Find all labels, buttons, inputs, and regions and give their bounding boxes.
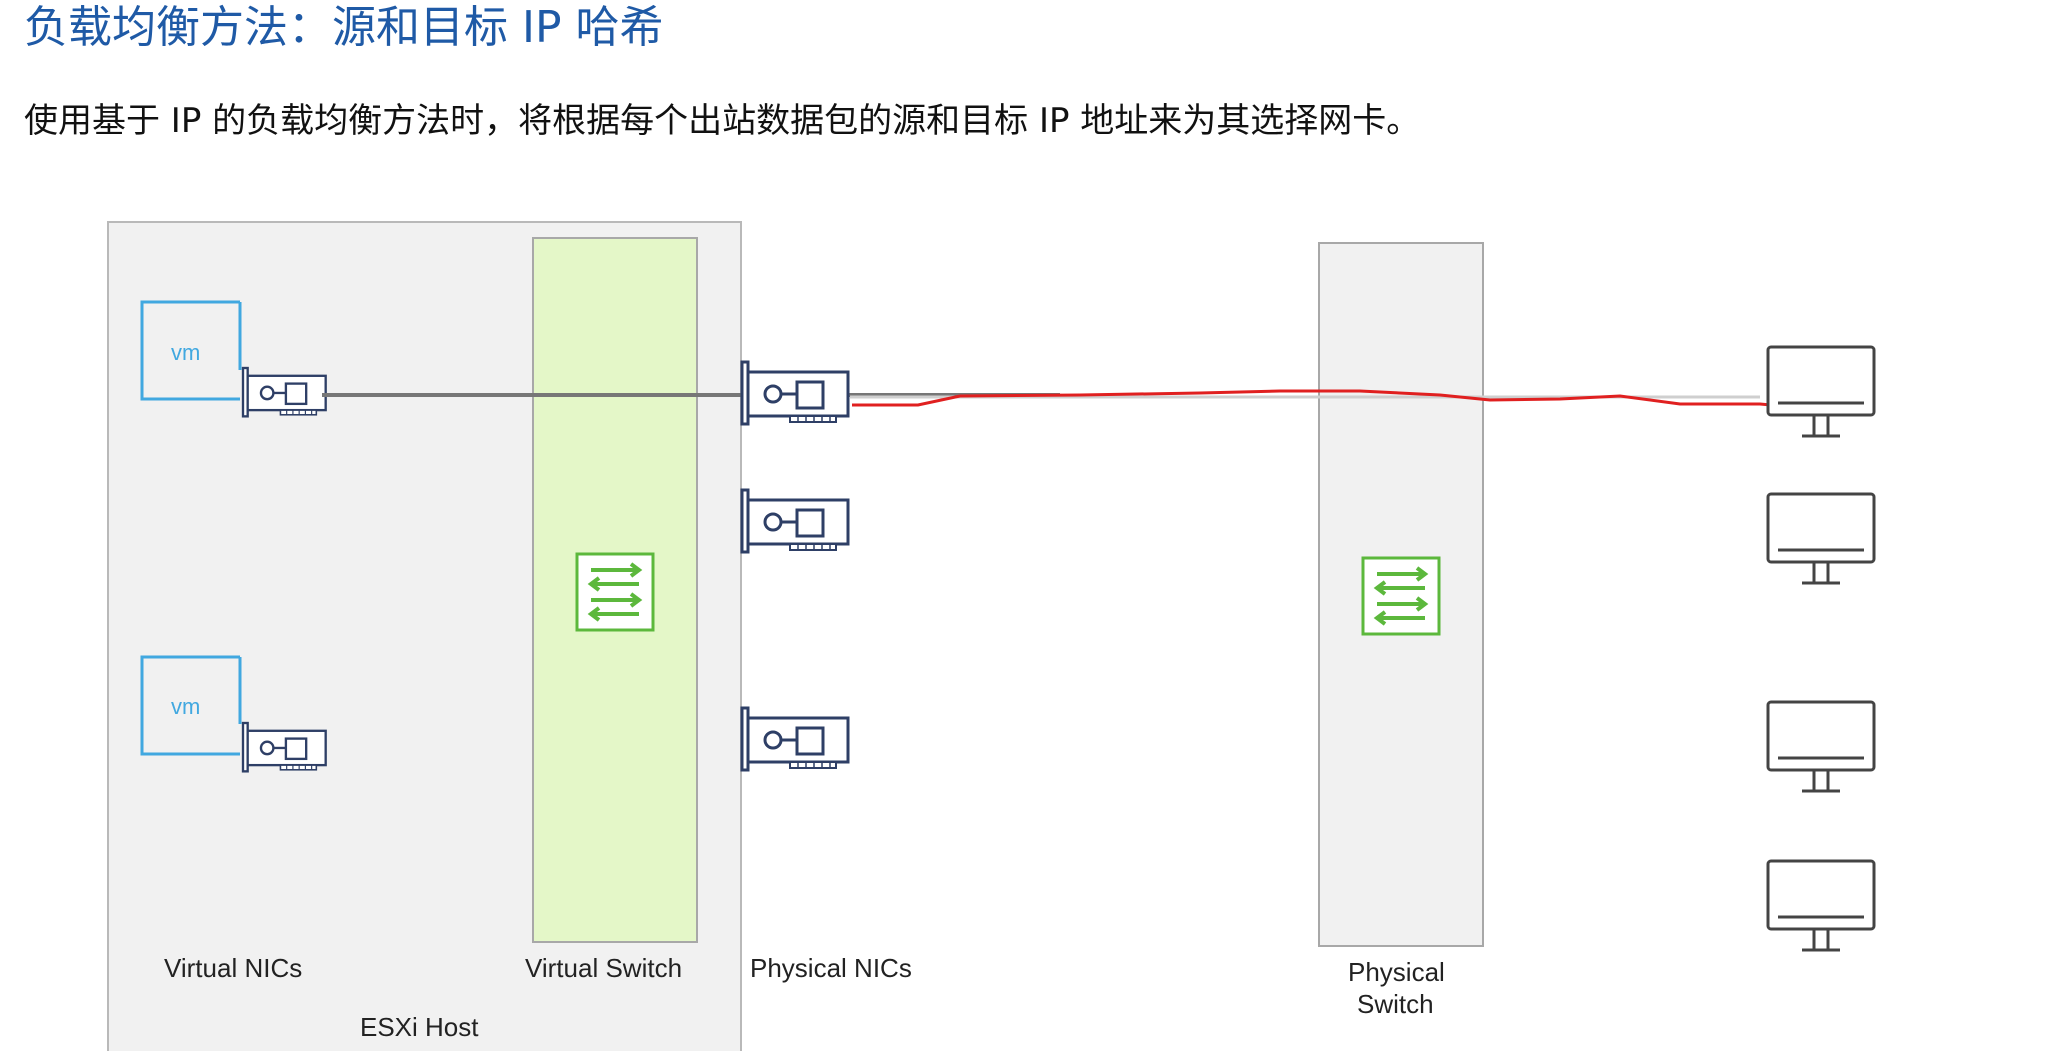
vm-2-box xyxy=(140,655,240,756)
monitor-3-icon xyxy=(1766,700,1876,793)
physical-nics-label: Physical NICs xyxy=(750,953,912,983)
virtual-switch-label: Virtual Switch xyxy=(525,953,682,983)
esxi-host-label: ESXi Host xyxy=(360,1012,479,1042)
vm-1-box xyxy=(140,300,240,401)
page-subtitle: 使用基于 IP 的负载均衡方法时，将根据每个出站数据包的源和目标 IP 地址来为… xyxy=(24,101,1421,141)
vm-1-label: vm xyxy=(171,340,200,365)
monitor-4-icon xyxy=(1766,859,1876,952)
physical-switch-label-line1: Physical xyxy=(1348,957,1445,987)
monitor-2-icon xyxy=(1766,492,1876,585)
physical-nic-3-icon xyxy=(740,706,850,772)
physical-nic-1-icon xyxy=(740,360,850,426)
virtual-switch-icon xyxy=(575,552,655,632)
physical-switch-icon xyxy=(1361,556,1441,636)
traffic-path-line xyxy=(852,389,1805,410)
virtual-nic-2-icon xyxy=(241,721,327,773)
virtual-nics-label: Virtual NICs xyxy=(164,953,302,983)
physical-nic-2-icon xyxy=(740,488,850,554)
monitor-1-icon xyxy=(1766,345,1876,438)
virtual-nic-1-icon xyxy=(241,366,327,418)
physical-switch-label-line2: Switch xyxy=(1357,989,1434,1019)
vm-2-label: vm xyxy=(171,694,200,719)
page-title: 负载均衡方法：源和目标 IP 哈希 xyxy=(24,2,664,53)
